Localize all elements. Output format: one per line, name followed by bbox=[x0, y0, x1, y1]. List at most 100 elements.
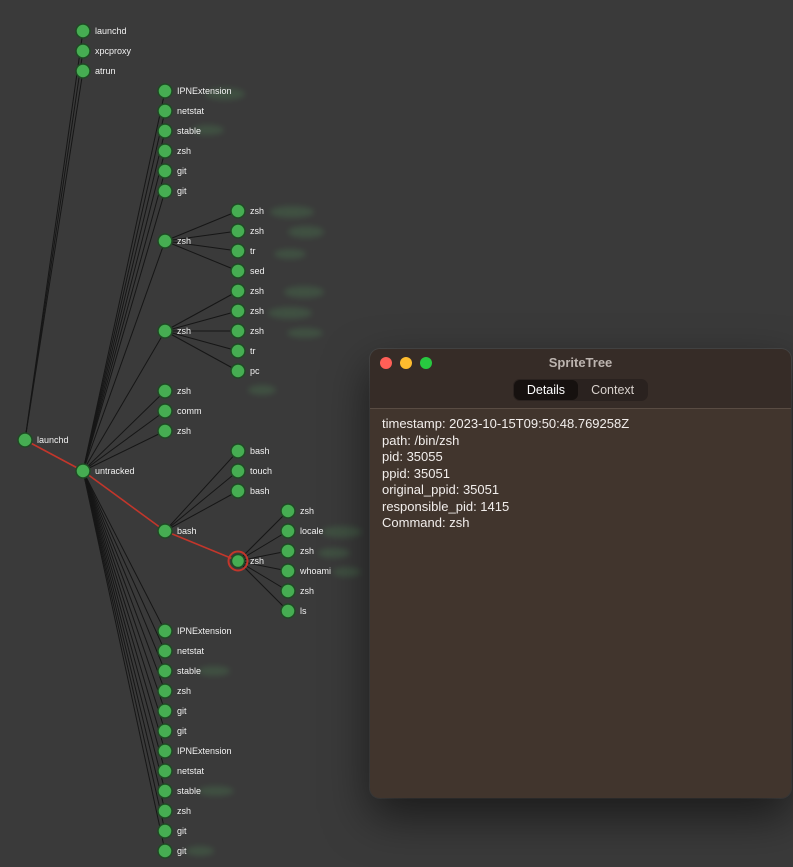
tree-node-zsh[interactable]: zsh bbox=[157, 383, 191, 399]
tree-node-pc[interactable]: pc bbox=[230, 363, 260, 379]
tree-edge bbox=[164, 210, 239, 242]
tree-node-zsh[interactable]: zsh bbox=[280, 543, 314, 559]
tree-node-IPNExtension[interactable]: IPNExtension bbox=[157, 743, 232, 759]
tree-node-zsh[interactable]: zsh bbox=[280, 583, 314, 599]
tree-node-IPNExtension[interactable]: IPNExtension bbox=[157, 83, 232, 99]
tree-node-IPNExtension[interactable]: IPNExtension bbox=[157, 623, 232, 639]
traffic-lights bbox=[380, 356, 432, 369]
node-label: IPNExtension bbox=[177, 626, 232, 636]
tree-node-zsh[interactable]: zsh bbox=[157, 323, 191, 339]
node-label: git bbox=[177, 186, 187, 196]
tree-edge bbox=[82, 410, 166, 472]
tree-node-comm[interactable]: comm bbox=[157, 403, 202, 419]
node-label: atrun bbox=[95, 66, 116, 76]
process-node-icon bbox=[230, 553, 246, 569]
tree-edge bbox=[82, 470, 166, 632]
process-node-icon bbox=[75, 43, 91, 59]
tree-node-stable[interactable]: stable bbox=[157, 783, 201, 799]
tree-edge bbox=[164, 490, 239, 532]
detail-line: responsible_pid: 1415 bbox=[382, 498, 510, 514]
tree-node-bash[interactable]: bash bbox=[230, 483, 270, 499]
tree-node-netstat[interactable]: netstat bbox=[157, 643, 205, 659]
process-node-icon bbox=[157, 183, 173, 199]
detail-line: ppid: 35051 bbox=[382, 465, 450, 481]
process-node-icon bbox=[157, 763, 173, 779]
tree-node-zsh[interactable]: zsh bbox=[280, 503, 314, 519]
process-node-icon bbox=[230, 323, 246, 339]
node-label: bash bbox=[177, 526, 197, 536]
tree-edge-highlight bbox=[164, 530, 239, 562]
tree-node-git[interactable]: git bbox=[157, 843, 187, 859]
tree-node-ls[interactable]: ls bbox=[280, 603, 307, 619]
motion-ghost bbox=[287, 328, 323, 338]
tree-node-stable[interactable]: stable bbox=[157, 663, 201, 679]
tree-node-zsh[interactable]: zsh bbox=[157, 233, 191, 249]
tree-node-netstat[interactable]: netstat bbox=[157, 103, 205, 119]
zoom-button[interactable] bbox=[420, 356, 432, 369]
tree-node-git[interactable]: git bbox=[157, 163, 187, 179]
process-node-icon bbox=[280, 543, 296, 559]
spritetree-window: SpriteTree Details Context timestamp: 20… bbox=[370, 349, 791, 798]
tree-edge bbox=[82, 170, 166, 472]
node-label: launchd bbox=[95, 26, 127, 36]
tab-context[interactable]: Context bbox=[591, 383, 635, 397]
tree-node-git[interactable]: git bbox=[157, 703, 187, 719]
tree-node-zsh[interactable]: zsh bbox=[230, 323, 264, 339]
motion-ghost bbox=[192, 125, 224, 135]
node-label: whoami bbox=[299, 566, 331, 576]
motion-ghost bbox=[198, 666, 230, 676]
tree-node-git[interactable]: git bbox=[157, 723, 187, 739]
tree-edge bbox=[82, 430, 166, 472]
node-label: zsh bbox=[250, 306, 264, 316]
process-node-icon bbox=[157, 643, 173, 659]
tree-node-zsh[interactable]: zsh bbox=[157, 143, 191, 159]
tree-node-sed[interactable]: sed bbox=[230, 263, 265, 279]
tree-edge bbox=[82, 470, 166, 832]
tree-node-whoami[interactable]: whoami bbox=[280, 563, 331, 579]
node-label: launchd bbox=[37, 435, 69, 445]
tree-node-touch[interactable]: touch bbox=[230, 463, 272, 479]
tree-node-xpcproxy[interactable]: xpcproxy bbox=[75, 43, 132, 59]
tree-node-tr[interactable]: tr bbox=[230, 343, 256, 359]
tree-node-zsh[interactable]: zsh bbox=[157, 423, 191, 439]
tree-edge bbox=[24, 70, 84, 441]
tree-node-locale[interactable]: locale bbox=[280, 523, 324, 539]
process-node-icon bbox=[230, 443, 246, 459]
tree-edge bbox=[164, 330, 239, 352]
tree-node-zsh[interactable]: zsh bbox=[157, 683, 191, 699]
tree-node-untracked[interactable]: untracked bbox=[75, 463, 135, 479]
tree-node-zsh[interactable]: zsh bbox=[230, 283, 264, 299]
process-node-icon bbox=[157, 743, 173, 759]
process-node-icon bbox=[157, 383, 173, 399]
node-label: IPNExtension bbox=[177, 86, 232, 96]
tab-details[interactable]: Details bbox=[513, 380, 579, 400]
tree-node-launchd[interactable]: launchd bbox=[17, 432, 69, 448]
node-label: bash bbox=[250, 446, 270, 456]
tree-node-atrun[interactable]: atrun bbox=[75, 63, 116, 79]
tree-node-zsh[interactable]: zsh bbox=[230, 203, 264, 219]
tree-edge bbox=[82, 130, 166, 472]
tree-node-stable[interactable]: stable bbox=[157, 123, 201, 139]
tree-node-launchd[interactable]: launchd bbox=[75, 23, 127, 39]
tree-edge-highlight bbox=[24, 439, 84, 472]
tree-node-git[interactable]: git bbox=[157, 183, 187, 199]
process-node-icon bbox=[157, 843, 173, 859]
minimize-button[interactable] bbox=[400, 356, 412, 369]
tree-node-zsh[interactable]: zsh bbox=[157, 803, 191, 819]
titlebar[interactable]: SpriteTree bbox=[370, 349, 791, 376]
tree-node-git[interactable]: git bbox=[157, 823, 187, 839]
node-label: zsh bbox=[177, 426, 191, 436]
process-node-icon bbox=[280, 503, 296, 519]
tree-node-zsh[interactable]: zsh bbox=[227, 550, 265, 572]
tree-node-zsh[interactable]: zsh bbox=[230, 223, 264, 239]
close-button[interactable] bbox=[380, 356, 392, 369]
tree-node-netstat[interactable]: netstat bbox=[157, 763, 205, 779]
tree-node-tr[interactable]: tr bbox=[230, 243, 256, 259]
tree-edge bbox=[237, 550, 289, 562]
tree-edge bbox=[164, 330, 239, 372]
tree-node-bash[interactable]: bash bbox=[230, 443, 270, 459]
process-node-icon bbox=[75, 463, 91, 479]
tree-node-bash[interactable]: bash bbox=[157, 523, 197, 539]
motion-ghost bbox=[318, 548, 350, 558]
tree-node-zsh[interactable]: zsh bbox=[230, 303, 264, 319]
